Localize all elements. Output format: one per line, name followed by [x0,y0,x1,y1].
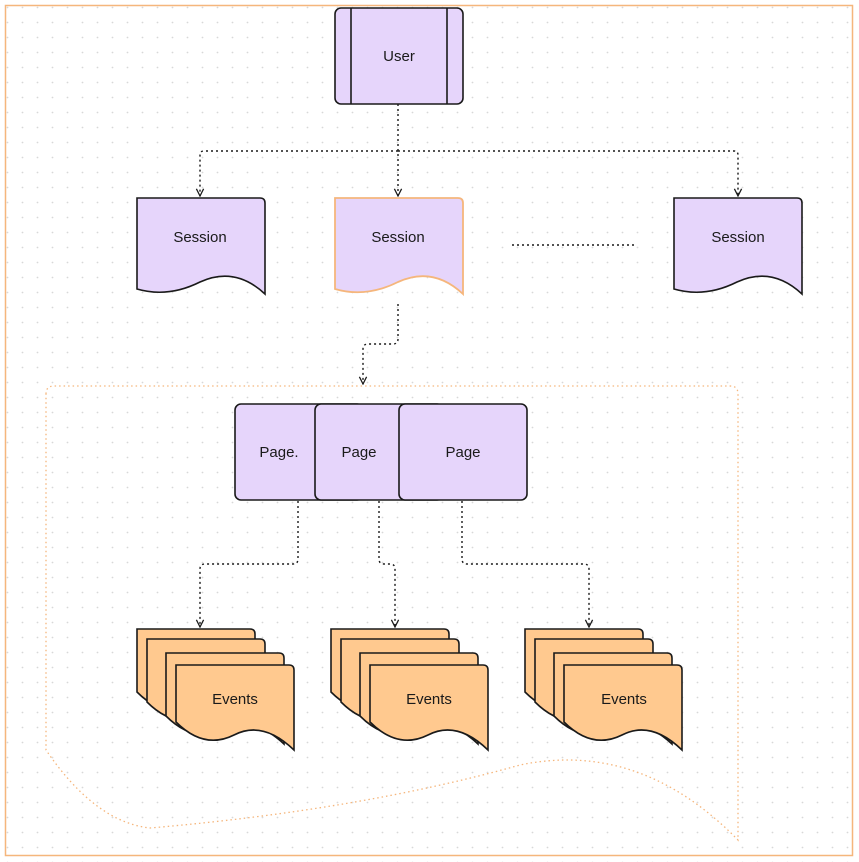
user-label: User [383,48,415,65]
events-stack-1: Events [136,628,295,752]
session-label: Session [711,229,764,246]
connector-user-session-3 [398,150,738,196]
events-stack-3: Events [524,628,683,752]
page-label: Page [445,444,480,461]
page-label: Page [341,444,376,461]
events-label: Events [212,691,258,708]
session-node-3: Session [673,197,803,296]
connector-user-session-1 [200,150,398,196]
session-node-1: Session [136,197,266,296]
outer-frame [4,4,854,857]
connector-page-1-events-1 [200,501,299,627]
events-label: Events [406,691,452,708]
session-node-2: Session [334,197,464,297]
events-stack-2: Events [330,628,489,752]
session-label: Session [371,229,424,246]
events-label: Events [601,691,647,708]
page-group-container [45,385,739,842]
connector-session-pages [363,304,399,384]
page-label: Page. [259,444,298,461]
page-node-3: Page [398,403,528,501]
session-label: Session [173,229,226,246]
user-node: User [334,7,464,105]
